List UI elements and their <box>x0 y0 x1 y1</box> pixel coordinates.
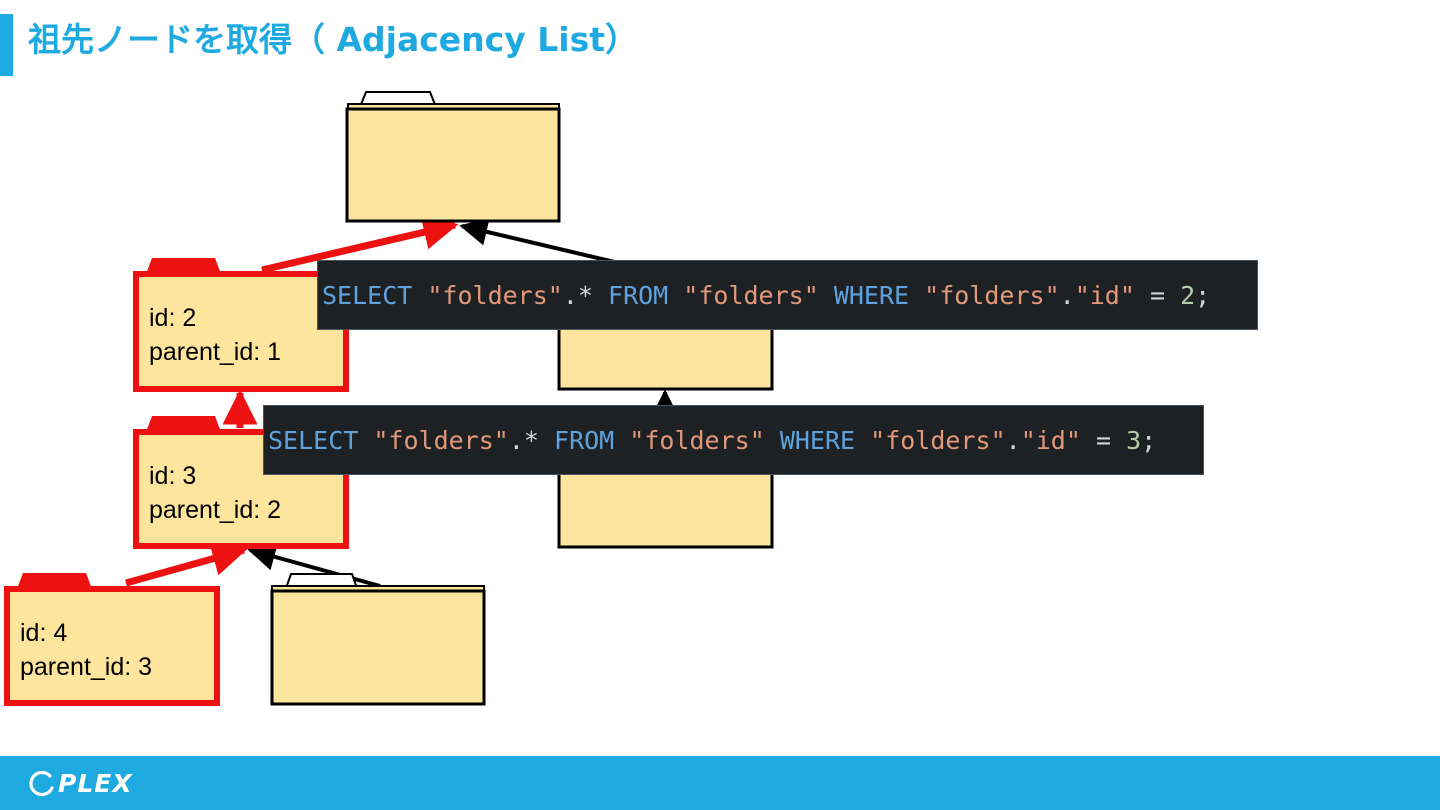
sql-dot: . <box>1059 280 1075 310</box>
folder-id-2: id: 2 parent_id: 1 <box>133 258 349 392</box>
plex-logo-text: PLEX <box>58 769 133 798</box>
folder-id-2-parent-label: parent_id: 1 <box>149 338 281 366</box>
sql-keyword-where: WHERE <box>833 280 910 310</box>
sql-table-name: "folders" <box>629 425 765 455</box>
edge-id2-to-root <box>261 215 459 274</box>
footer-bar: PLEX <box>0 756 1440 810</box>
sql-keyword-select: SELECT <box>268 425 359 455</box>
sql-column-name: "id" <box>1020 425 1081 455</box>
sql-semicolon: ; <box>1195 280 1211 310</box>
folder-id-4: id: 4 parent_id: 3 <box>4 573 220 706</box>
folder-id-3-parent-label: parent_id: 2 <box>149 496 281 524</box>
sql-dot-star: .* <box>562 280 593 310</box>
edge-id4-to-id3 <box>125 541 248 587</box>
sql-keyword-from: FROM <box>554 425 615 455</box>
sql-equals: = <box>1149 280 1166 310</box>
title-accent-bar <box>0 14 13 76</box>
sql-keyword-from: FROM <box>608 280 669 310</box>
folder-sibling <box>270 573 486 706</box>
folder-id-3-id-label: id: 3 <box>149 462 196 490</box>
sql-table-name: "folders" <box>870 425 1006 455</box>
sql-table-name: "folders" <box>427 280 563 310</box>
sql-column-name: "id" <box>1074 280 1135 310</box>
sql-equals: = <box>1095 425 1112 455</box>
sql-table-name: "folders" <box>924 280 1060 310</box>
sql-semicolon: ; <box>1141 425 1157 455</box>
sql-keyword-where: WHERE <box>779 425 856 455</box>
sql-keyword-select: SELECT <box>322 280 413 310</box>
folder-root <box>345 91 561 223</box>
sql-value: 2 <box>1180 280 1196 310</box>
plex-logo-icon <box>29 770 54 796</box>
sql-query-1: SELECT "folders".* FROM "folders" WHERE … <box>317 260 1258 330</box>
sql-table-name: "folders" <box>683 280 819 310</box>
edge-folder-f-to-3 <box>247 543 381 588</box>
folder-id-4-parent-label: parent_id: 3 <box>20 653 152 681</box>
plex-logo: PLEX <box>28 769 133 798</box>
sql-dot: . <box>1005 425 1021 455</box>
folder-id-4-id-label: id: 4 <box>20 619 67 647</box>
folder-id-2-id-label: id: 2 <box>149 304 196 332</box>
slide-title: 祖先ノードを取得（ Adjacency List） <box>28 20 638 59</box>
sql-dot-star: .* <box>508 425 539 455</box>
sql-value: 3 <box>1126 425 1142 455</box>
sql-table-name: "folders" <box>373 425 509 455</box>
sql-query-2: SELECT "folders".* FROM "folders" WHERE … <box>263 405 1204 475</box>
